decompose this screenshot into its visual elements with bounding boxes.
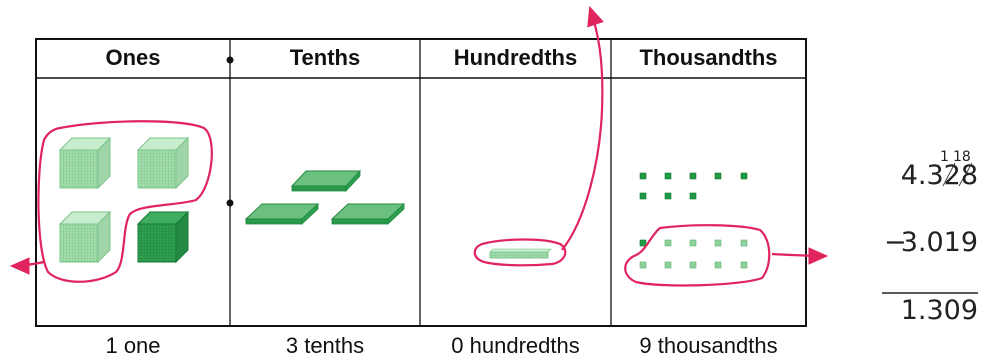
tenths-flat xyxy=(244,203,320,225)
place-value-table xyxy=(35,38,807,327)
tenths-flat xyxy=(330,203,406,225)
ones-cube-light xyxy=(58,210,112,264)
tenths-flats xyxy=(244,169,406,225)
header-hundredths: Hundredths xyxy=(453,45,578,70)
tenths-flat xyxy=(290,169,362,193)
hundredths-rod xyxy=(489,248,552,259)
thousandths-arrow xyxy=(771,247,829,265)
borrow-18: 18 xyxy=(953,149,971,165)
ones-cube-light xyxy=(136,136,190,190)
strike-8 xyxy=(958,162,973,187)
decimal-point-header xyxy=(226,56,234,64)
thousandths-loop xyxy=(624,224,771,287)
caption-ones: 1 one xyxy=(105,333,161,358)
borrow-1: 1 xyxy=(940,149,949,165)
minus-sign: − xyxy=(884,227,907,258)
ones-arrow xyxy=(9,257,45,275)
ones-cubes xyxy=(58,136,190,264)
hundredths-arrow xyxy=(561,5,604,251)
thousandths-cubes xyxy=(639,172,748,269)
strike-2 xyxy=(942,162,956,187)
minuend: 4.328 xyxy=(900,160,978,191)
regroup-annotations xyxy=(9,5,829,287)
decimal-point-row xyxy=(226,199,234,207)
header-tenths: Tenths xyxy=(289,45,361,70)
ones-cube-dark xyxy=(136,210,190,264)
caption-hundredths: 0 hundredths xyxy=(451,333,580,358)
difference: 1.309 xyxy=(900,295,978,326)
caption-thousandths: 9 thousandths xyxy=(639,333,778,358)
thousandths-top-row xyxy=(639,172,748,200)
ones-loop xyxy=(37,120,213,283)
thousandths-cube-dark xyxy=(639,239,647,247)
header-ones: Ones xyxy=(105,45,161,70)
thousandths-regrouped xyxy=(639,239,748,269)
hundredths-loop xyxy=(473,238,567,267)
ones-cube-light xyxy=(58,136,112,190)
subtrahend: 3.019 xyxy=(900,227,978,258)
caption-tenths: 3 tenths xyxy=(285,333,365,358)
header-thousandths: Thousandths xyxy=(639,45,778,70)
